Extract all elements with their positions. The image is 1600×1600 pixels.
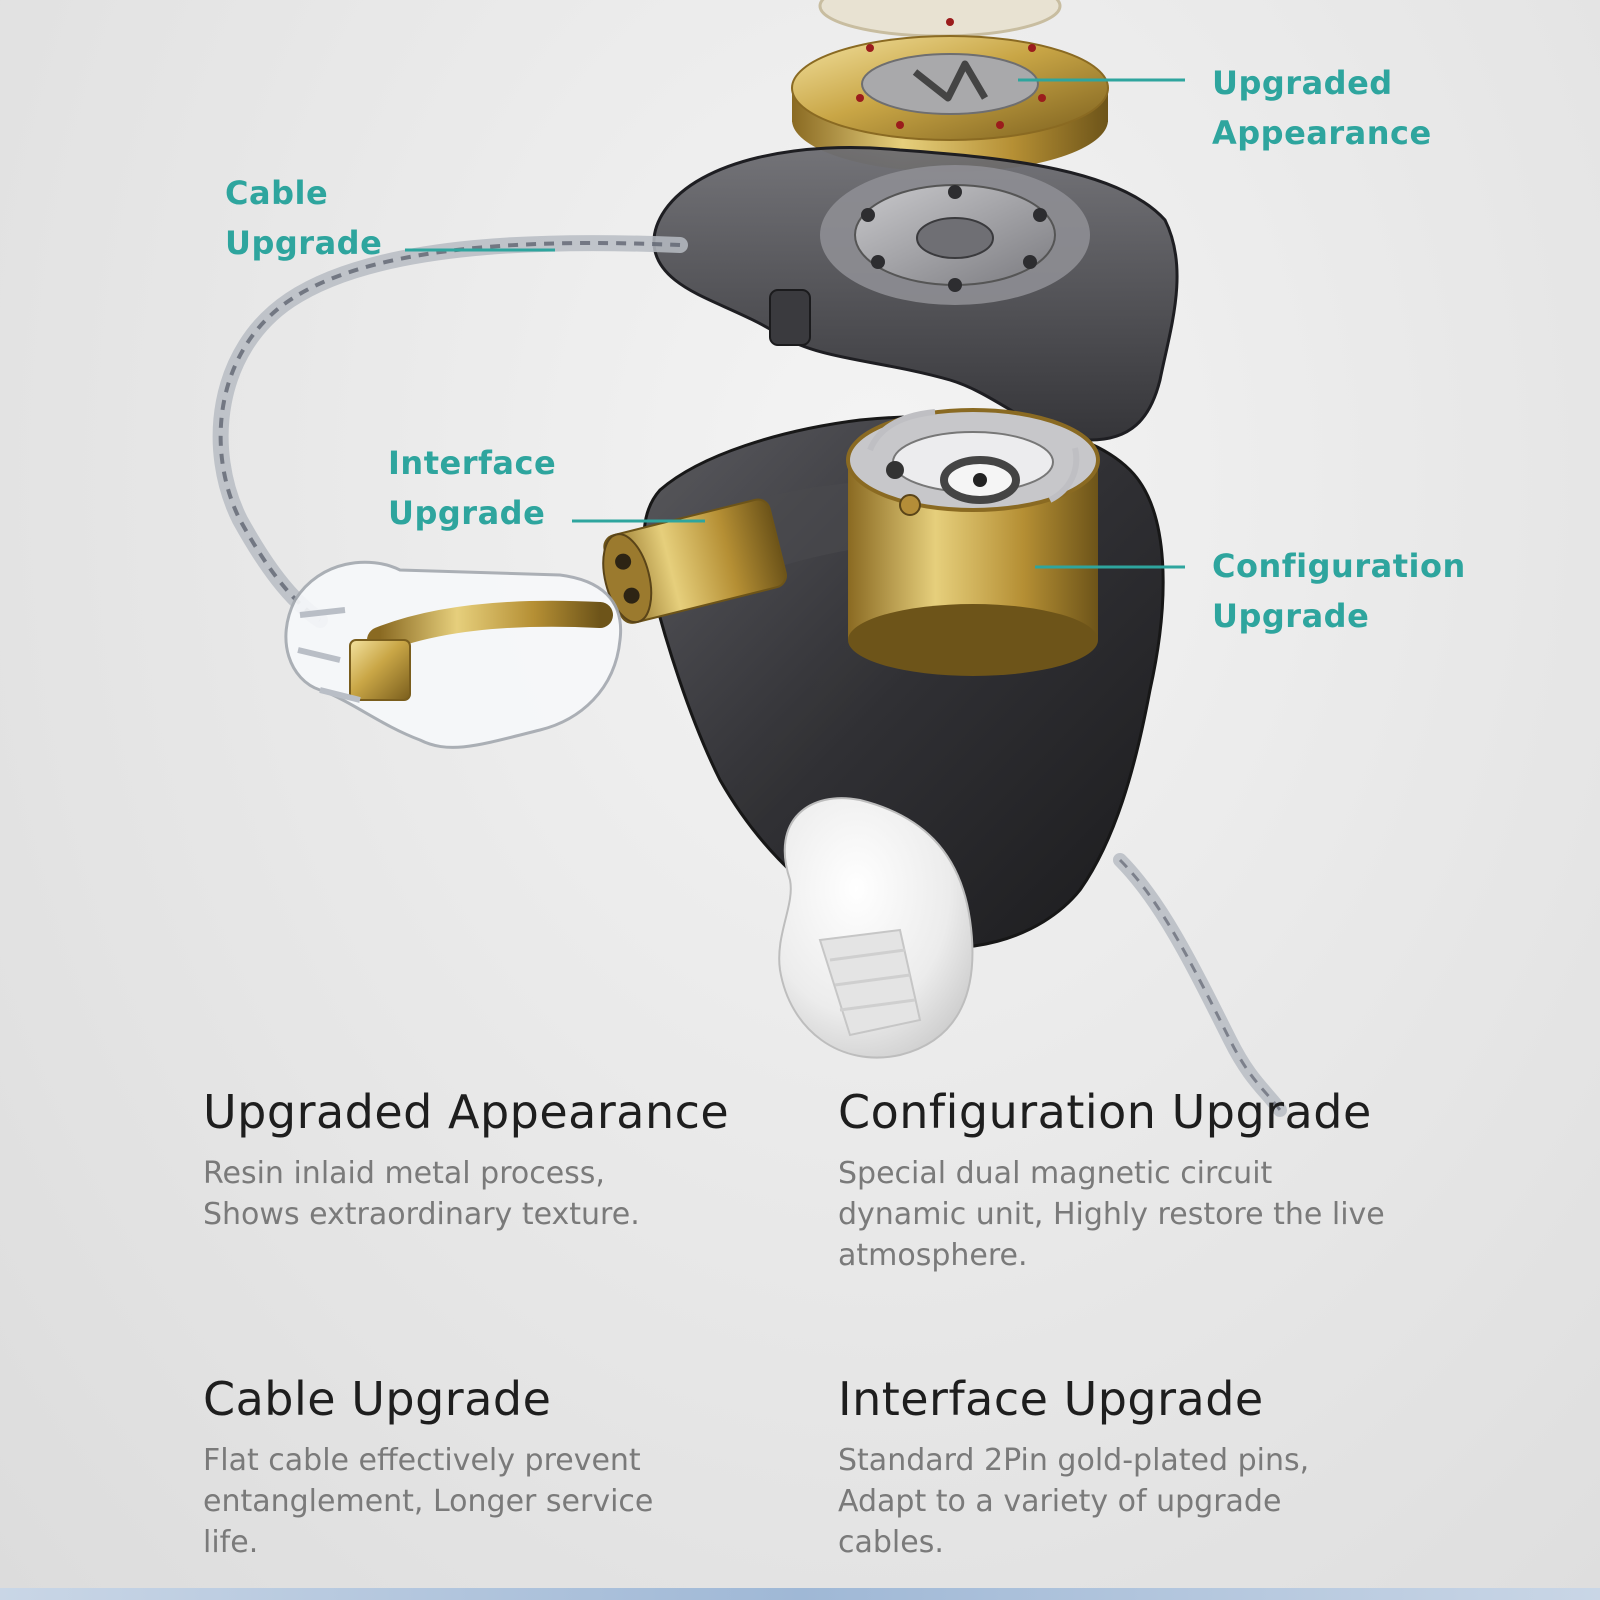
feature-description-line: Flat cable effectively prevent (203, 1443, 641, 1478)
bottom-accent-strip (0, 1588, 1600, 1600)
feature-upgraded-appearance: Upgraded Appearance Resin inlaid metal p… (203, 1085, 763, 1235)
feature-interface-upgrade: Interface Upgrade Standard 2Pin gold-pla… (838, 1372, 1398, 1563)
callout-line: Upgraded (1212, 64, 1393, 102)
callout-interface-upgrade: Interface Upgrade (388, 438, 556, 538)
feature-title: Interface Upgrade (838, 1372, 1264, 1426)
callout-line: Upgrade (225, 224, 383, 262)
callout-upgraded-appearance: Upgraded Appearance (1212, 58, 1432, 158)
feature-description-line: atmosphere. (838, 1238, 1028, 1273)
feature-description: Standard 2Pin gold-plated pins, Adapt to… (838, 1440, 1398, 1563)
callout-line: Cable (225, 174, 329, 212)
feature-description-line: Shows extraordinary texture. (203, 1197, 640, 1232)
callout-line: Interface (388, 444, 557, 482)
callout-configuration-upgrade: Configuration Upgrade (1212, 541, 1466, 641)
callout-line: Configuration (1212, 547, 1466, 585)
feature-description-line: Adapt to a variety of upgrade (838, 1484, 1282, 1519)
feature-description: Resin inlaid metal process, Shows extrao… (203, 1153, 763, 1235)
feature-description-line: life. (203, 1525, 259, 1560)
feature-configuration-upgrade: Configuration Upgrade Special dual magne… (838, 1085, 1398, 1276)
feature-title: Upgraded Appearance (203, 1085, 730, 1139)
feature-title: Cable Upgrade (203, 1372, 552, 1426)
feature-description: Special dual magnetic circuit dynamic un… (838, 1153, 1398, 1276)
feature-cable-upgrade: Cable Upgrade Flat cable effectively pre… (203, 1372, 763, 1563)
feature-description-line: entanglement, Longer service (203, 1484, 654, 1519)
callout-line: Appearance (1212, 114, 1432, 152)
feature-title: Configuration Upgrade (838, 1085, 1372, 1139)
feature-description-line: Standard 2Pin gold-plated pins, (838, 1443, 1310, 1478)
feature-description-line: dynamic unit, Highly restore the live (838, 1197, 1385, 1232)
callout-cable-upgrade: Cable Upgrade (225, 168, 382, 268)
feature-description-line: Special dual magnetic circuit (838, 1156, 1273, 1191)
feature-description-line: cables. (838, 1525, 944, 1560)
callout-line: Upgrade (1212, 597, 1370, 635)
callout-line: Upgrade (388, 494, 546, 532)
feature-description-line: Resin inlaid metal process, (203, 1156, 605, 1191)
feature-description: Flat cable effectively prevent entanglem… (203, 1440, 763, 1563)
